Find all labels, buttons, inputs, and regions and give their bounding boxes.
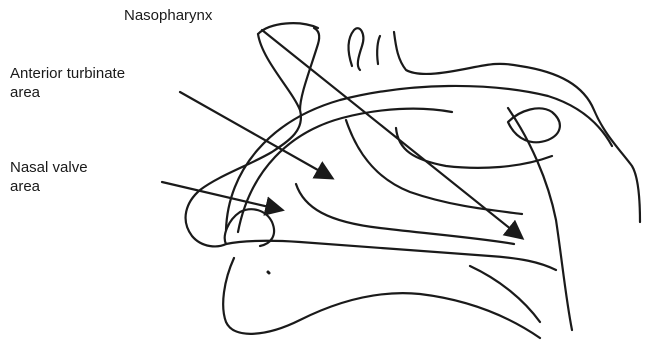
soft-palate: [470, 266, 540, 322]
nasal-valve-arrow: [162, 182, 282, 210]
anterior-turbinate-label-line1: Anterior turbinate: [10, 64, 125, 83]
nasal-valve-label-line1: Nasal valve: [10, 158, 88, 177]
nasopharynx-arrow: [262, 30, 522, 238]
nasal-floor: [226, 241, 556, 270]
anterior-turbinate-label: Anterior turbinate area: [10, 64, 125, 102]
skull-curve-3: [394, 32, 640, 222]
anterior-turbinate-arrow: [180, 92, 332, 178]
middle-turbinate: [296, 184, 514, 244]
upper-turbinate: [396, 128, 552, 168]
forehead-top-curve: [258, 23, 318, 34]
skull-curve-2: [377, 36, 380, 64]
anterior-turbinate-label-line2: area: [10, 83, 125, 102]
oral-cavity-outline: [223, 258, 540, 338]
nasopharynx-label: Nasopharynx: [124, 6, 212, 25]
skull-curve-1: [349, 28, 364, 70]
cavity-inner-outline: [238, 109, 452, 232]
sphenoid-curve: [508, 108, 560, 142]
nasal-valve-label-line2: area: [10, 177, 88, 196]
palate-dot: [268, 272, 269, 273]
nasal-valve-label: Nasal valve area: [10, 158, 88, 196]
